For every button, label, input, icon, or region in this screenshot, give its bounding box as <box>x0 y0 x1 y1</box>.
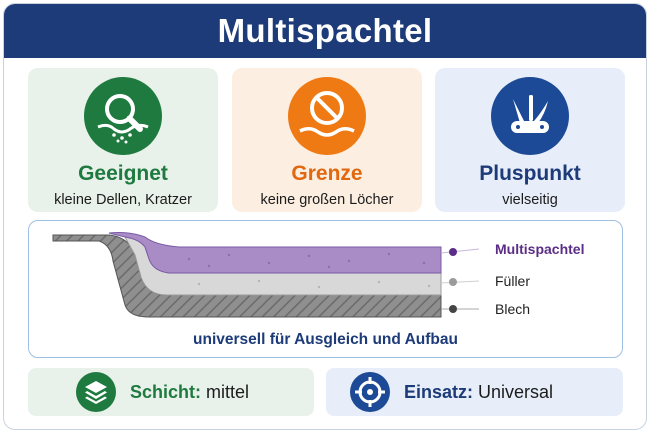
info-usage-value: Universal <box>478 381 554 402</box>
panel-plus-subtitle: vielseitig <box>502 192 558 208</box>
header-bar: Multispachtel <box>4 4 646 58</box>
panel-suitable-subtitle: kleine Dellen, Kratzer <box>54 192 192 208</box>
layers-icon <box>76 372 116 412</box>
info-usage-text: Einsatz: Universal <box>404 382 553 403</box>
info-layer-value: mittel <box>206 381 250 402</box>
layer-label-putty: Multispachtel <box>495 241 585 257</box>
info-layer-thickness: Schicht: mittel <box>28 368 314 416</box>
diagram-caption: universell für Ausgleich und Aufbau <box>193 331 458 348</box>
crosshair-icon <box>350 372 390 412</box>
prohibited-icon <box>288 77 366 155</box>
info-layer-text: Schicht: mittel <box>130 382 249 403</box>
panel-limit-title: Grenze <box>291 162 363 185</box>
panel-limit: Grenze keine großen Löcher <box>232 68 422 212</box>
panel-plus: Pluspunkt vielseitig <box>435 68 625 212</box>
layer-label-filler: Füller <box>495 273 531 289</box>
info-layer-key: Schicht: <box>130 381 202 402</box>
panel-suitable-title: Geeignet <box>78 162 168 185</box>
page-title: Multispachtel <box>217 12 433 49</box>
panel-limit-subtitle: keine großen Löcher <box>260 192 394 208</box>
panel-suitable: Geeignet kleine Dellen, Kratzer <box>28 68 218 212</box>
layer-cross-section <box>52 232 480 318</box>
magnifier-dent-icon <box>84 77 162 155</box>
multitool-icon <box>491 77 569 155</box>
layer-diagram: Multispachtel Füller Blech universell fü… <box>28 220 623 358</box>
layer-putty <box>108 232 442 274</box>
info-card: Multispachtel Geeignet kleine Dellen, Kr… <box>3 3 647 430</box>
layer-label-sheet: Blech <box>495 301 531 317</box>
info-usage: Einsatz: Universal <box>326 368 623 416</box>
panel-plus-title: Pluspunkt <box>479 162 581 185</box>
info-usage-key: Einsatz: <box>404 381 474 402</box>
